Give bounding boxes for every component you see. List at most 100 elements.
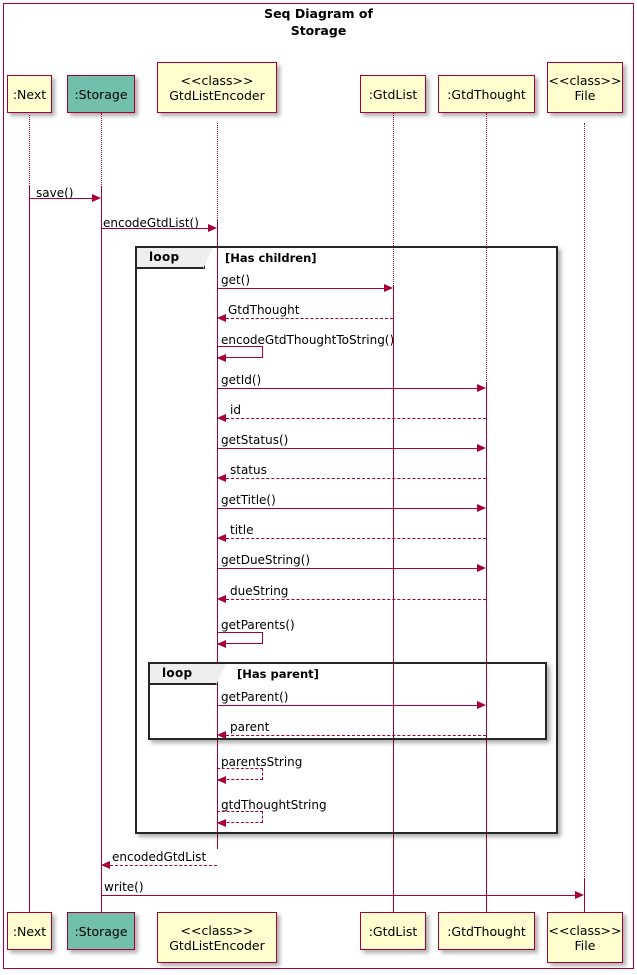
message-arrow-parents-string (217, 776, 226, 784)
participant-label: :Next (12, 86, 47, 102)
message-line-get-title (217, 508, 478, 509)
participant-stereotype: <<class>> (548, 72, 622, 88)
message-label-title-return: title (230, 523, 254, 537)
diagram-title: Seq Diagram of Storage (264, 6, 373, 38)
message-line-get (217, 288, 385, 289)
message-line-gtdthought-return (226, 318, 393, 319)
participant-label: GtdListEncoder (169, 937, 265, 953)
lifeline-file (584, 878, 585, 913)
message-arrow-id-return (217, 413, 226, 422)
participant-file-bottom[interactable]: <<class>> File (547, 912, 623, 963)
participant-file-top[interactable]: <<class>> File (547, 62, 623, 113)
participant-gtdthought-top[interactable]: :GtdThought (438, 75, 535, 113)
participant-next-bottom[interactable]: :Next (7, 912, 52, 950)
message-line-id-return (226, 418, 486, 419)
participant-label: :GtdList (368, 86, 418, 102)
message-line-get-id (217, 388, 478, 389)
fragment-loop-has-children-guard: [Has children] (225, 251, 317, 265)
lifeline-file-dotted (584, 123, 585, 883)
message-label-save: save() (36, 186, 74, 200)
lifeline-gtdthought (486, 382, 487, 913)
message-label-encode-gtd-thought-to-string: encodeGtdThoughtToString() (221, 333, 395, 347)
participant-label: :Storage (74, 86, 128, 102)
message-arrow-get-id (477, 383, 486, 392)
participant-stereotype: <<class>> (180, 922, 254, 938)
message-arrow-gtdthought-return (217, 313, 226, 322)
participant-label: File (574, 87, 596, 103)
message-arrow-write (575, 890, 584, 899)
message-label-encoded-gtd-list: encodedGtdList (112, 850, 207, 864)
message-line-due-string-return (226, 599, 486, 600)
message-label-get-parents: getParents() (221, 618, 295, 632)
message-arrow-get-status (477, 443, 486, 452)
message-arrow-get-title (477, 503, 486, 512)
participant-gtdthought-bottom[interactable]: :GtdThought (438, 912, 535, 950)
fragment-loop-has-parent (148, 662, 547, 740)
message-label-get-id: getId() (221, 373, 262, 387)
participant-label: File (574, 937, 596, 953)
message-label-get-parent: getParent() (221, 690, 289, 704)
message-label-due-string-return: dueString (230, 584, 289, 598)
message-selfreturn-gtd-thought-string (217, 811, 263, 823)
message-label-encode-gtd-list: encodeGtdList() (103, 216, 199, 230)
message-arrow-encoded-gtd-list (101, 860, 110, 869)
message-arrow-gtd-thought-string (217, 819, 226, 827)
participant-gtdlist-bottom[interactable]: :GtdList (360, 912, 426, 950)
message-line-get-parent (217, 705, 478, 706)
message-arrow-due-string-return (217, 594, 226, 603)
message-selfcall-encode-gtd-thought-to-string (217, 346, 263, 358)
message-selfreturn-parents-string (217, 768, 263, 780)
message-arrow-status-return (217, 473, 226, 482)
message-line-get-status (217, 448, 478, 449)
message-line-encode-gtd-list (101, 228, 209, 229)
fragment-loop-has-children (135, 246, 558, 834)
message-arrow-parent-return (217, 730, 226, 739)
fragment-loop-has-parent-guard: [Has parent] (237, 667, 319, 681)
message-arrow-title-return (217, 533, 226, 542)
message-label-get-due-string: getDueString() (221, 553, 311, 567)
participant-storage-bottom[interactable]: :Storage (67, 912, 135, 950)
fragment-loop-has-parent-tab: loop (150, 664, 226, 685)
message-arrow-get-parents (217, 640, 226, 648)
participant-label: :Next (12, 923, 47, 939)
message-label-parents-string: parentsString (221, 755, 303, 769)
message-selfcall-get-parents (217, 632, 263, 644)
message-label-status-return: status (230, 463, 267, 477)
message-line-save (29, 198, 93, 199)
participant-encoder-bottom[interactable]: <<class>> GtdListEncoder (157, 912, 277, 963)
participant-label: :GtdList (368, 923, 418, 939)
participant-label: :Storage (74, 923, 128, 939)
participant-next-top[interactable]: :Next (7, 75, 52, 113)
diagram-frame (3, 3, 634, 969)
participant-gtdlist-top[interactable]: :GtdList (360, 75, 426, 113)
message-label-get: get() (221, 273, 251, 287)
message-line-get-due-string (217, 568, 478, 569)
message-line-write (101, 895, 576, 896)
lifeline-storage-dotted (101, 113, 102, 213)
lifeline-gtdthought-dotted (486, 113, 487, 385)
participant-stereotype: <<class>> (180, 72, 254, 88)
participant-label: :GtdThought (447, 86, 526, 102)
message-arrow-get-due-string (477, 563, 486, 572)
participant-encoder-top[interactable]: <<class>> GtdListEncoder (157, 62, 277, 113)
message-line-title-return (226, 538, 486, 539)
message-line-status-return (226, 478, 486, 479)
lifeline-encoder-dotted (217, 123, 218, 226)
message-arrow-get (384, 283, 393, 292)
message-line-parent-return (226, 735, 486, 736)
participant-storage-top[interactable]: :Storage (67, 75, 135, 113)
message-arrow-save (92, 193, 101, 202)
message-arrow-get-parent (477, 700, 486, 709)
message-label-id-return: id (230, 403, 241, 417)
lifeline-gtdlist-dotted (393, 113, 394, 288)
message-label-gtd-thought-string: gtdThoughtString (221, 798, 327, 812)
fragment-loop-has-children-tab: loop (137, 248, 213, 269)
message-label-parent-return: parent (230, 720, 270, 734)
participant-stereotype: <<class>> (548, 922, 622, 938)
lifeline-next-dotted (29, 113, 30, 185)
message-label-get-status: getStatus() (221, 433, 289, 447)
message-label-write: write() (104, 880, 144, 894)
lifeline-next (29, 113, 30, 913)
participant-label: :GtdThought (447, 923, 526, 939)
